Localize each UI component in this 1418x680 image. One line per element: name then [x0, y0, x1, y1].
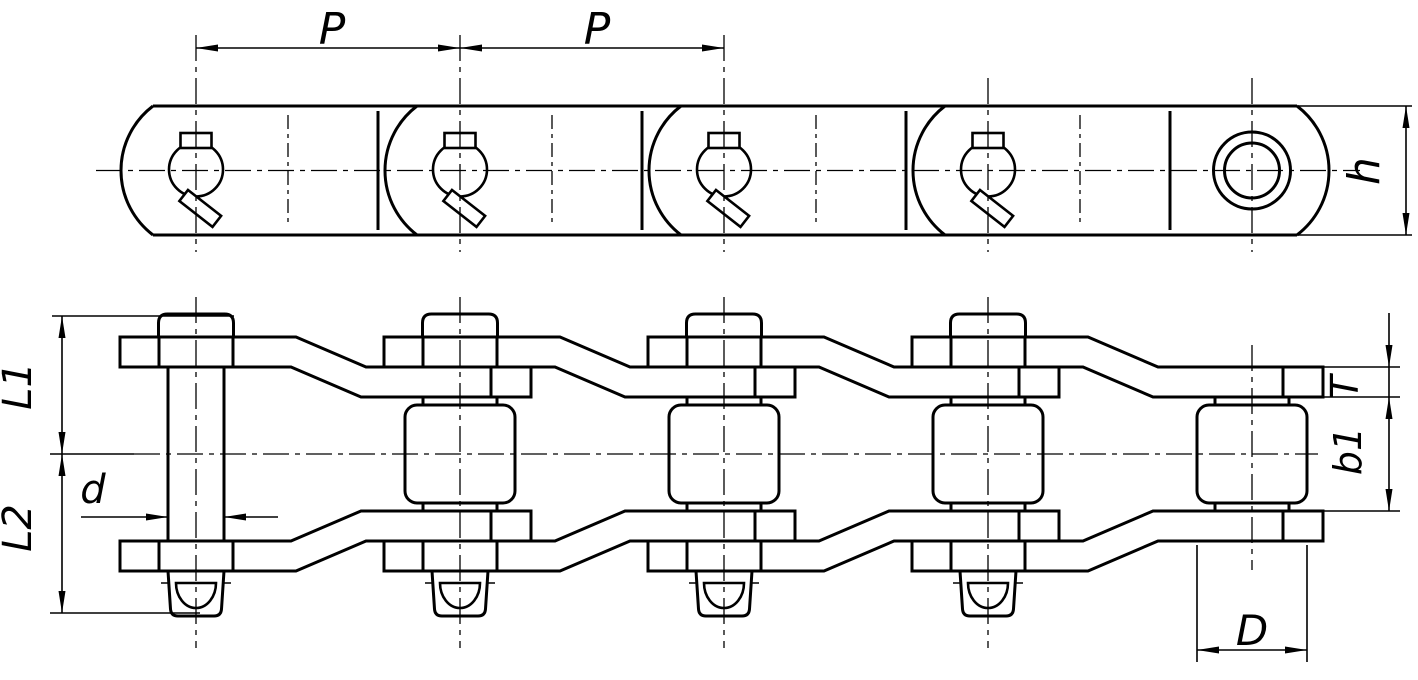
dim-label-l2: L2 [0, 504, 41, 552]
pin-head-caps [157, 312, 1027, 339]
dim-label-pitch-1: P [319, 4, 346, 55]
side-view-centerlines [134, 297, 1318, 648]
dim-label-pin-diameter: d [80, 467, 106, 513]
dim-label-pitch-2: P [584, 4, 611, 55]
cotter-pins-bottom [161, 569, 1023, 618]
pitch-dimensions: P P [196, 4, 724, 55]
dim-label-roller-diameter: D [1236, 606, 1268, 655]
roller-diameter-dimension: D [1196, 545, 1308, 662]
cotter-pin-symbols [167, 131, 1017, 229]
right-end-arc [1296, 104, 1331, 237]
top-view: P P h [96, 4, 1412, 252]
height-dimension: h [1339, 106, 1410, 235]
top-view-centerlines [96, 35, 1360, 252]
t-b1-dimensions: T b1 [1322, 313, 1400, 512]
dim-label-plate-thickness: T [1323, 373, 1367, 399]
dim-label-inner-width: b1 [1326, 427, 1370, 475]
dim-label-plate-height: h [1339, 157, 1390, 185]
h-extension-lines [1297, 105, 1412, 236]
pin-diameter-dimension: d [80, 467, 278, 521]
dim-label-l1: L1 [0, 362, 41, 410]
l1-l2-dimensions: L1 L2 [0, 315, 234, 614]
side-view: L1 L2 d T b1 D [0, 297, 1400, 662]
